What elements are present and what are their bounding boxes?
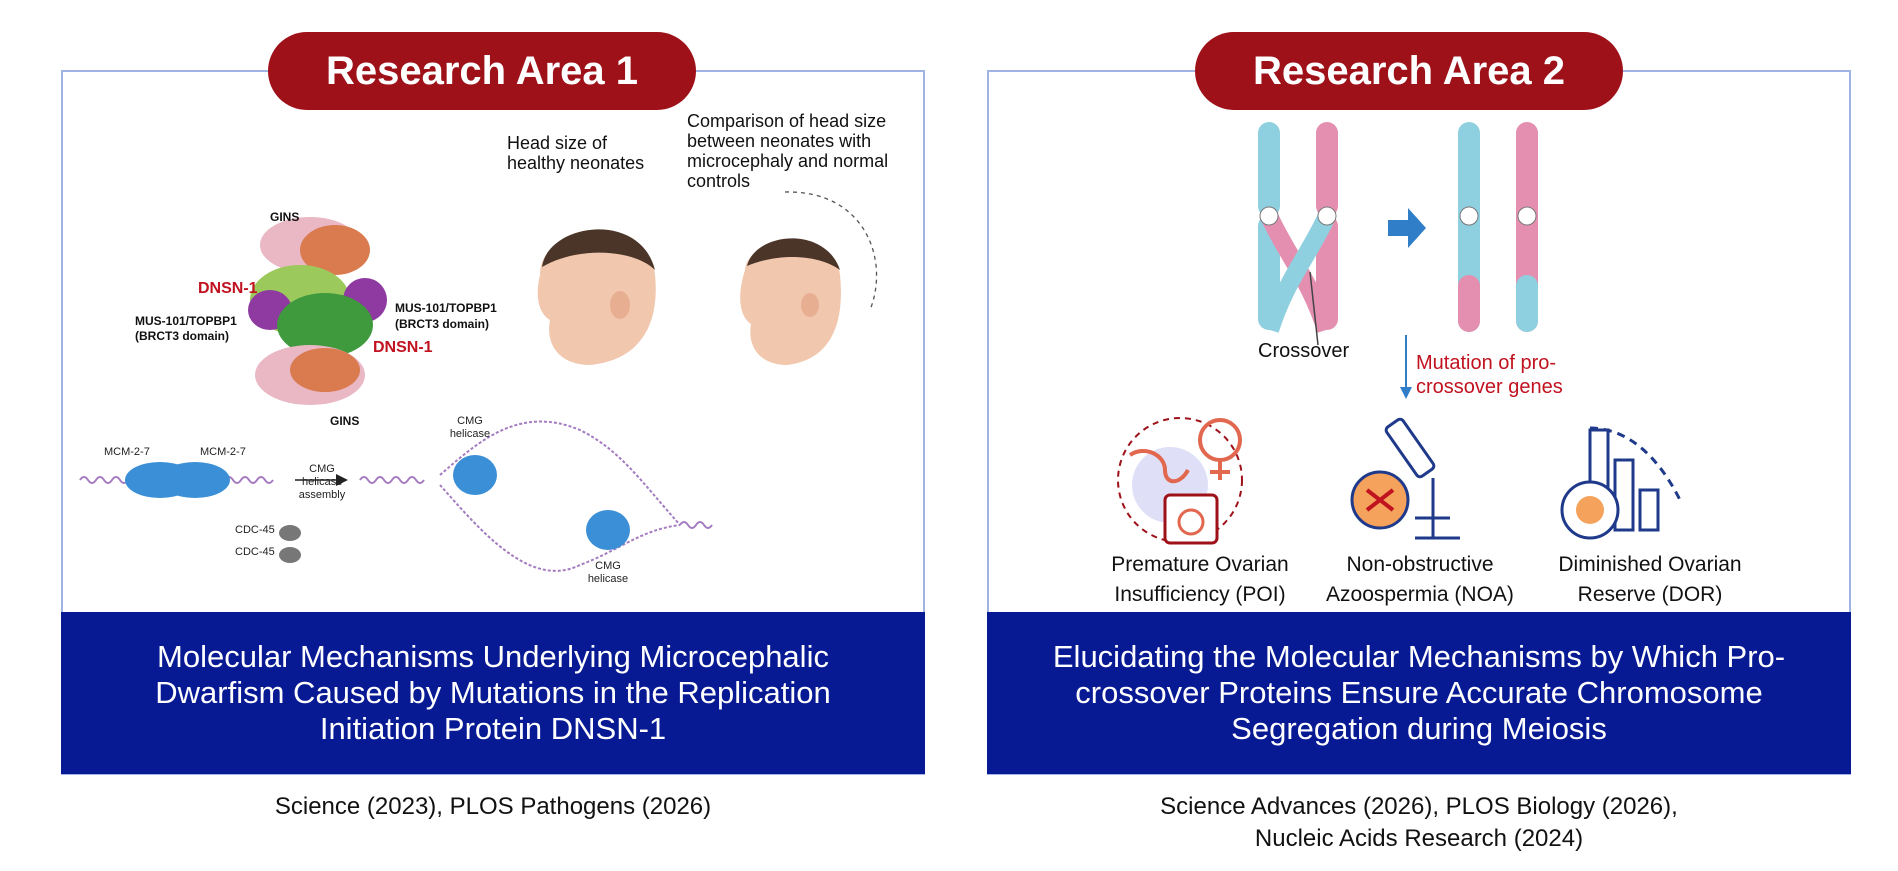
mutation-label: Mutation of pro-crossover genes: [1416, 352, 1563, 398]
microcephaly-neonate-illustration: [740, 191, 878, 365]
cdc-label-1: CDC-45: [235, 524, 275, 536]
condition-dor-label: Diminished Ovarian Reserve (DOR): [1558, 553, 1742, 606]
citation-line-2: Nucleic Acids Research (2024): [1254, 825, 1584, 852]
mus-left-label-1: MUS-101/TOPBP1: [135, 314, 237, 328]
research-area-2-citation: Science Advances (2026), PLOS Biology (2…: [987, 791, 1851, 855]
research-area-2-summary: Elucidating the Molecular Mechanisms by …: [987, 612, 1851, 774]
mus-right-label-1: MUS-101/TOPBP1: [395, 301, 497, 315]
replication-diagram: [79, 420, 713, 572]
cmg-top-label-2: helicase: [449, 428, 491, 440]
healthy-neonates-label: Head size of healthy neonates: [507, 133, 645, 173]
cdc-label-2: CDC-45: [235, 546, 275, 558]
healthy-neonate-illustration: [537, 229, 656, 365]
chromosome-crossover-illustration: [1258, 122, 1538, 346]
mcm-left-label: MCM-2-7: [104, 446, 150, 458]
declining-chart-icon: [1560, 426, 1682, 540]
cmg-assembly-label-1: CMG: [309, 463, 335, 475]
crossover-label: Crossover: [1258, 340, 1350, 362]
gins-bottom-label: GINS: [330, 414, 360, 428]
gins-top-label: GINS: [270, 210, 300, 224]
cmg-top-label-1: CMG: [457, 415, 483, 427]
mcm-right-label: MCM-2-7: [200, 446, 246, 458]
citation-line-1: Science Advances (2026), PLOS Biology (2…: [1160, 793, 1678, 820]
mutation-arrow: [1400, 335, 1412, 399]
cmg-bottom-label-2: helicase: [587, 573, 629, 585]
comparison-label: Comparison of head size between neonates…: [687, 111, 889, 191]
cmg-assembly-label-3: assembly: [298, 489, 346, 501]
dnsn-right-label: DNSN-1: [373, 339, 433, 356]
cmg-bottom-label-1: CMG: [595, 560, 621, 572]
cmg-assembly-label-2: helicase: [302, 476, 343, 488]
research-area-2-title: Research Area 2: [1195, 32, 1623, 110]
microscope-icon: [1350, 417, 1460, 540]
research-area-1-citation: Science (2023), PLOS Pathogens (2026): [274, 793, 712, 820]
dnsn-left-label: DNSN-1: [198, 280, 258, 297]
condition-noa-label: Non-obstructive Azoospermia (NOA): [1326, 553, 1514, 606]
condition-poi-label: Premature Ovarian Insufficiency (POI): [1111, 553, 1289, 606]
mus-left-label-2: (BRCT3 domain): [135, 329, 229, 343]
protein-complex-illustration: [248, 217, 387, 405]
ovary-clock-icon: [1117, 417, 1243, 545]
research-area-1-summary: Molecular Mechanisms Underlying Microcep…: [61, 612, 925, 774]
research-area-1-title: Research Area 1: [268, 32, 696, 110]
mus-right-label-2: (BRCT3 domain): [395, 317, 489, 331]
